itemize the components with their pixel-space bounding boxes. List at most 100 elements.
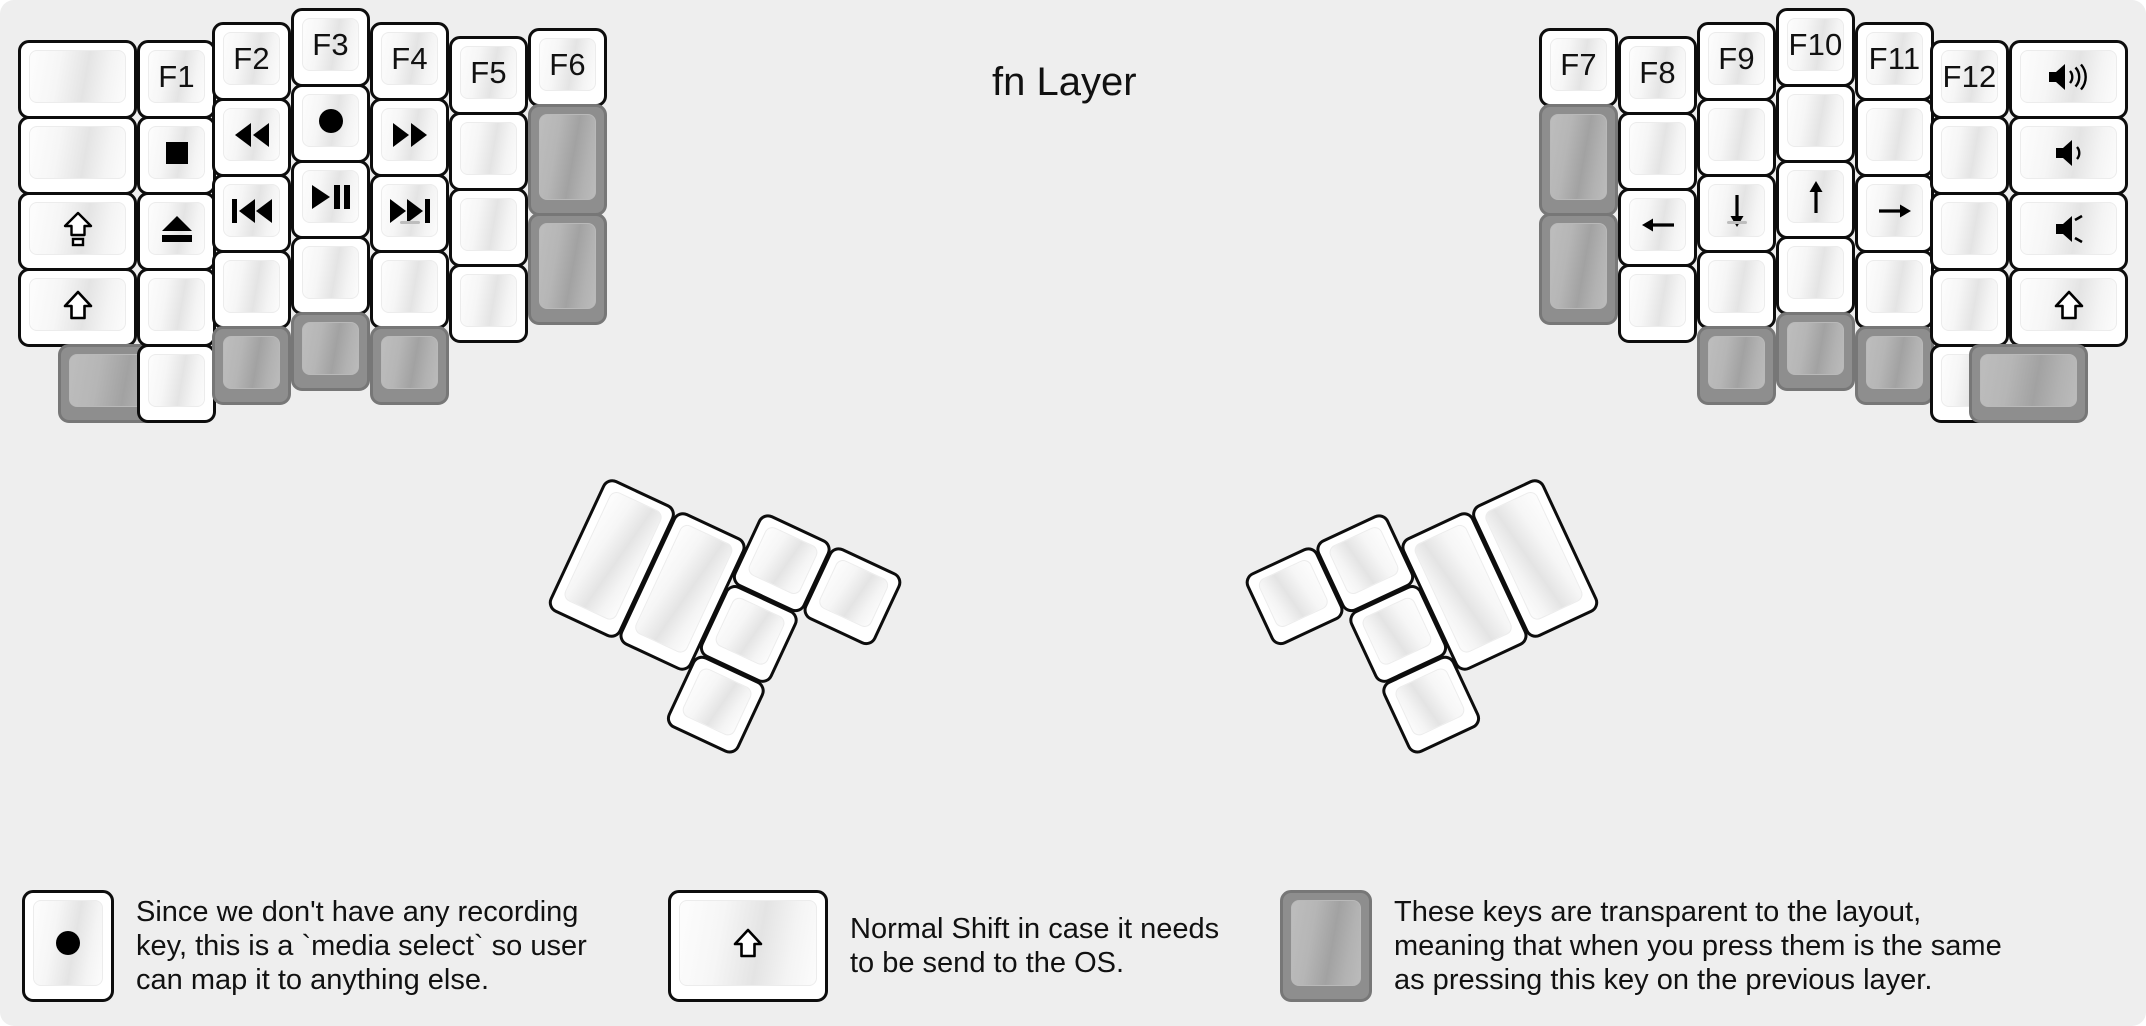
keycap-surface — [1392, 665, 1467, 738]
keycap-surface — [302, 170, 359, 223]
col-f9-key-4[interactable] — [1697, 326, 1776, 405]
keycap-surface — [223, 184, 280, 237]
col-f1-key-1[interactable] — [137, 116, 216, 195]
col-f1-key-3[interactable] — [137, 268, 216, 347]
col-f2-key-2[interactable] — [212, 174, 291, 253]
col-f5-key-1[interactable] — [449, 112, 528, 191]
col-f10-key-2[interactable] — [1776, 160, 1855, 239]
caps-lock-icon — [63, 211, 93, 247]
col-f9-key-3[interactable] — [1697, 250, 1776, 329]
col-f5-key-3[interactable] — [449, 264, 528, 343]
col-f4-key-2[interactable] — [370, 174, 449, 253]
col-f7-key-2[interactable] — [1539, 213, 1618, 325]
col-f12-key-1[interactable] — [1930, 116, 2009, 195]
keycap-surface — [1359, 595, 1434, 668]
col-f4-key-1[interactable] — [370, 98, 449, 177]
col-f3-key-1[interactable] — [291, 84, 370, 163]
col-f9-key-1[interactable] — [1697, 98, 1776, 177]
col-f12-key-3[interactable] — [1930, 268, 2009, 347]
col-f4-key-0[interactable]: F4 — [370, 22, 449, 101]
keycap-surface — [381, 336, 438, 389]
homing-bar — [1726, 221, 1747, 224]
keycap-surface: F7 — [1550, 38, 1607, 91]
col-f2-key-0[interactable]: F2 — [212, 22, 291, 101]
keycap-surface: F1 — [148, 50, 205, 103]
keycap-surface — [148, 202, 205, 255]
col-f2-key-4[interactable] — [212, 326, 291, 405]
col-f6-key-1[interactable] — [528, 104, 607, 216]
col-outer-right-key-3[interactable] — [2009, 268, 2128, 347]
col-f6-key-0[interactable]: F6 — [528, 28, 607, 107]
col-f9-key-0[interactable]: F9 — [1697, 22, 1776, 101]
keycap-surface — [148, 126, 205, 179]
col-outer-right-key-1[interactable] — [2009, 116, 2128, 195]
legend-sample-key-2 — [1280, 890, 1372, 1002]
col-f4-key-3[interactable] — [370, 250, 449, 329]
col-f11-key-2[interactable] — [1855, 174, 1934, 253]
keycap-surface — [1708, 108, 1765, 161]
col-f3-key-3[interactable] — [291, 236, 370, 315]
col-f5-key-2[interactable] — [449, 188, 528, 267]
col-outer-left-key-2[interactable] — [18, 192, 137, 271]
col-outer-left-key-1[interactable] — [18, 116, 137, 195]
col-f3-key-2[interactable] — [291, 160, 370, 239]
volume-down-icon — [2054, 138, 2084, 168]
col-f2-key-3[interactable] — [212, 250, 291, 329]
key-label: F7 — [1560, 47, 1597, 82]
keycap-surface — [1708, 184, 1765, 237]
col-outer-right-key-0[interactable] — [2009, 40, 2128, 119]
col-f8-key-0[interactable]: F8 — [1618, 36, 1697, 115]
col-f11-key-1[interactable] — [1855, 98, 1934, 177]
col-f11-key-4[interactable] — [1855, 326, 1934, 405]
col-f1-key-0[interactable]: F1 — [137, 40, 216, 119]
media-eject-icon — [160, 214, 194, 244]
keycap-surface — [2020, 278, 2117, 331]
keycap-surface — [223, 260, 280, 313]
keycap-surface — [148, 354, 205, 407]
col-f6-key-2[interactable] — [528, 213, 607, 325]
col-f2-key-1[interactable] — [212, 98, 291, 177]
col-outer-right-key-2[interactable] — [2009, 192, 2128, 271]
volume-up-icon — [2047, 62, 2091, 92]
col-f1-key-2[interactable] — [137, 192, 216, 271]
keycap-surface — [1708, 336, 1765, 389]
col-f12-key-2[interactable] — [1930, 192, 2009, 271]
col-outer-left-key-3[interactable] — [18, 268, 137, 347]
col-f10-key-3[interactable] — [1776, 236, 1855, 315]
col-f5-key-0[interactable]: F5 — [449, 36, 528, 115]
key-label: F6 — [549, 47, 586, 82]
media-rewind-icon — [233, 121, 271, 149]
keycap-surface — [29, 202, 126, 255]
col-f10-key-1[interactable] — [1776, 84, 1855, 163]
col-f11-key-3[interactable] — [1855, 250, 1934, 329]
keycap-surface: F9 — [1708, 32, 1765, 85]
col-f8-key-3[interactable] — [1618, 264, 1697, 343]
keycap-surface — [302, 322, 359, 375]
keycap-surface — [29, 126, 126, 179]
col-outer-left-key-0[interactable] — [18, 40, 137, 119]
col-f8-key-1[interactable] — [1618, 112, 1697, 191]
record-circle-icon — [54, 929, 82, 957]
volume-mute-icon — [2054, 214, 2084, 244]
col-f9-key-2[interactable] — [1697, 174, 1776, 253]
col-f8-key-2[interactable] — [1618, 188, 1697, 267]
keycap-surface — [1866, 260, 1923, 313]
legend-sample-key-1 — [668, 890, 828, 1002]
keycap-surface: F11 — [1866, 32, 1923, 85]
record-circle-icon — [317, 107, 345, 135]
keycap-surface — [1629, 198, 1686, 251]
col-f3-key-4[interactable] — [291, 312, 370, 391]
homing-bar — [399, 221, 420, 224]
col-f7-key-0[interactable]: F7 — [1539, 28, 1618, 107]
col-f4-key-4[interactable] — [370, 326, 449, 405]
col-f10-key-4[interactable] — [1776, 312, 1855, 391]
col-f11-key-0[interactable]: F11 — [1855, 22, 1934, 101]
col-f3-key-0[interactable]: F3 — [291, 8, 370, 87]
col-f10-key-0[interactable]: F10 — [1776, 8, 1855, 87]
keycap-surface — [29, 50, 126, 103]
col-outer-right-key-4[interactable] — [1969, 344, 2088, 423]
col-f1-key-4[interactable] — [137, 344, 216, 423]
keycap-surface — [381, 108, 438, 161]
col-f7-key-1[interactable] — [1539, 104, 1618, 216]
col-f12-key-0[interactable]: F12 — [1930, 40, 2009, 119]
